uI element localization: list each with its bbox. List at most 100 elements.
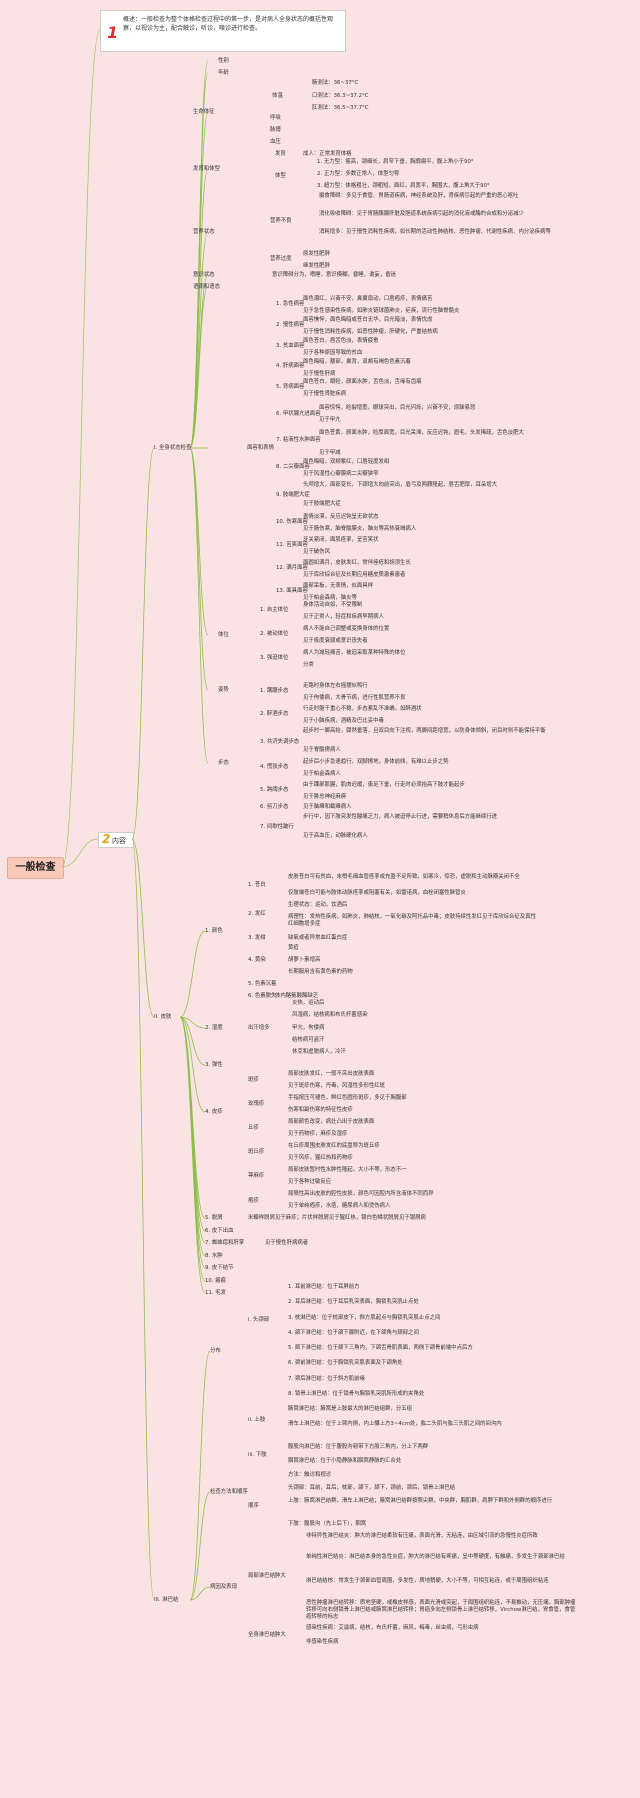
connector [179,1016,206,1029]
node-174: 头颈部：耳前，耳后，枕部，颌下，颏下，颈前，颈后，锁骨上淋巴结 [288,1485,456,1491]
node-52: 面色晦暗，双颊紫红，口唇轻度发绀 [303,459,390,465]
connector [131,838,155,1018]
node-100: 见于高血压，动脉硬化病人 [303,833,368,839]
node-134: 局部颜色改变，病灶凸出于皮肤表面 [288,1119,375,1125]
node-75: 见于极度衰弱或意识丧失者 [303,638,368,644]
node-106: 2. 发红 [248,911,266,917]
node-119: 出汗增多 [248,1025,270,1031]
node-10: 发育和体型 [193,166,220,172]
node-7: 呼吸 [270,115,281,121]
node-31: 面色潮红，兴奋不安，鼻翼扇动，口唇疱疹，表情痛苦 [303,296,433,302]
node-143: 局限性高出皮肤的腔性皮损，颜色可因腔内所含液体不同而异 [288,1191,434,1197]
node-142: 疱疹 [248,1198,259,1204]
content-number: 2 [102,832,111,846]
node-35: 见于慢性消耗性疾病，如恶性肿瘤，肝硬化，严重结核病 [303,329,438,335]
node-2: 生命体征 [193,109,215,115]
node-110: 缺氧或者异常血红蛋白症 [288,935,348,941]
node-170: 腘窝淋巴结：位于小隐静脉和腘窝静脉的汇合处 [288,1458,402,1464]
node-150: 8. 水肿 [205,1253,223,1259]
connector [131,447,155,840]
connector [179,1016,206,1113]
node-8: 脉搏 [270,127,281,133]
node-133: 丘疹 [248,1125,259,1131]
node-81: 1. 蹒跚步态 [260,688,289,694]
node-50: 见于甲减 [319,450,341,456]
node-3: 体温 [272,93,283,99]
connector [189,168,209,449]
node-6: 肛测法：36.5~37.7°C [312,105,369,111]
node-94: 由于踝部肌腱，肌肉迟缓，患足下垂，行走时必须抬高下肢才能起步 [303,782,465,788]
connector [61,838,99,868]
node-91: 起步后小步急速趋行，双脚擦地，身体前倾，有难以止步之势 [303,759,449,765]
node-153: 11. 毛发 [205,1290,227,1296]
node-175: 上肢：腋窝淋巴结群，滑车上淋巴结；腋窝淋巴结群按照尖群，中央群，胸肌群，肩胛下群… [288,1498,553,1504]
node-159: 3. 枕淋巴结：位于枕部皮下，斜方肌起点与胸锁乳突肌止点之间 [288,1315,441,1321]
node-95: 见于腓总神经麻痹 [303,794,347,800]
node-38: 见于各种原因导致的贫血 [303,350,363,356]
node-128: 局部皮肤发红，一般不突出皮肤表面 [288,1071,375,1077]
node-76: 3. 强迫体位 [260,655,289,661]
node-0: 性别 [218,58,229,64]
node-45: 6. 甲状腺亢进面容 [276,411,321,417]
node-163: 7. 颈后淋巴结：位于斜方肌前缘 [288,1376,365,1382]
node-148: 7. 蜘蛛痣和肝掌 [205,1240,245,1246]
intro-text: 概述：一般检查为整个体格检查过程中的第一步，是对病人全身状态的概括性观察，以视诊… [123,16,334,32]
node-26: 意识障碍分为，嗜睡，意识模糊，昏睡，谵妄，昏迷 [272,272,396,278]
node-107: 生理状态：运动，饮酒后 [288,902,348,908]
node-136: 斑丘疹 [248,1149,265,1155]
node-16: 3. 超力型：体格粗壮，颈粗短，面红，肩宽平，胸围大，腹上角大于90° [317,183,490,189]
node-83: 见于佝偻病，大骨节病，进行性肌营养不良 [303,695,406,701]
node-15: 2. 正力型：多数正常人，体型匀称 [317,171,400,177]
connector [179,1016,206,1066]
node-160: 4. 颌下淋巴结：位于颌下腺附近，在下颌角与颏部之间 [288,1330,419,1336]
node-183: 全身淋巴结肿大 [248,1632,286,1638]
root-node: 一般检查 [7,857,64,879]
node-115: 5. 色素沉着 [248,981,277,987]
connector [179,1016,206,1294]
node-93: 5. 跨阈步态 [260,787,289,793]
node-30: 1. 急性病容 [276,301,305,307]
node-155: 分布 [210,1348,221,1354]
node-116: 6. 色素脱失 [248,993,277,999]
node-169: 腹股沟淋巴结：位于腹股沟韧带下方股三角内，分上下两群 [288,1444,429,1450]
node-17: 营养状态 [193,229,215,235]
node-121: 风湿病，结核病和布氏杆菌感染 [292,1012,368,1018]
content-node: 2 内容 [98,832,134,848]
node-63: 12. 满月面容 [276,565,308,571]
node-127: 斑疹 [248,1077,259,1083]
connector [189,286,209,449]
node-14: 1. 无力型：瘦高，颈细长，肩窄下垂，胸廓扁平，腹上角小于90° [317,159,474,165]
node-162: 6. 颈前淋巴结：位于胸锁乳突肌表面及下颌角处 [288,1360,403,1366]
node-104: 皮肤苍白可有贫血，末梢毛细血管痉挛或充盈不足所致，如寒冷，惊恐，虚脱和主动脉瓣关… [288,874,520,880]
connector [189,1491,211,1601]
node-120: 炎热，运动后 [292,1000,325,1006]
node-137: 在丘疹周围皮肤发红的底盘称为斑丘疹 [288,1143,380,1149]
node-43: 面色苍白，眼睑，颜面水肿，舌色淡，舌缘有齿痕 [303,379,422,385]
node-131: 手指按压可褪色，鲜红色圆形斑疹，多见于胸腹部 [288,1095,407,1101]
node-145: 5. 脱屑 [205,1215,223,1221]
node-96: 6. 剪刀步态 [260,804,289,810]
node-181: 淋巴结结核：常发生于颈部血管周围，多发性，质地稍硬，大小不等，可相互粘连，或于周… [306,1578,549,1584]
node-12: 成人：正常发育体格 [303,151,352,157]
node-1: 年龄 [218,70,229,76]
node-5: 口测法：36.3~37.2°C [312,93,369,99]
node-24: 继发性肥胖 [303,263,330,269]
node-4: 腋测法：36~37°C [312,80,359,86]
node-108: 病理性：发热性疾病，如肺炎，肺结核，一氧化碳及阿托品中毒；皮肤持续性发红见于库欣… [288,914,536,927]
node-129: 见于斑疹伤寒，丹毒，风湿性多形性红斑 [288,1083,386,1089]
node-73: 2. 被动体位 [260,631,289,637]
node-118: 2. 湿度 [205,1025,223,1031]
node-102: 1. 颜色 [205,928,223,934]
node-87: 3. 共济失调步态 [260,739,300,745]
node-56: 见于肢端肥大症 [303,501,341,507]
node-146: 米糠样脱屑见于麻疹；片状样脱屑见于猩红热，银白色鳞状脱屑见于银屑病 [248,1215,426,1221]
node-46: 面容惊愕，睑裂增宽，眼球突出，目光闪烁，兴奋不安，烦躁易怒 [319,405,476,411]
connector [131,838,155,1601]
node-22: 营养过度 [270,256,292,262]
node-23: 原发性肥胖 [303,251,330,257]
node-20: 消化吸收障碍：见于胃肠胰腺肝脏及胆道系统疾病引起的消化液或酶的合成和分泌减少 [319,211,524,217]
node-55: 头颅增大，面部变长，下颌增大向前突出，眉弓及两颧隆起，唇舌肥厚，耳朵增大 [303,482,498,488]
node-113: 胡萝卜素增高 [288,957,321,963]
node-166: 腋窝淋巴结：腋窝是上肢最大的淋巴结组群，分五组 [288,1406,412,1412]
node-177: 病因及表现 [210,1584,237,1590]
